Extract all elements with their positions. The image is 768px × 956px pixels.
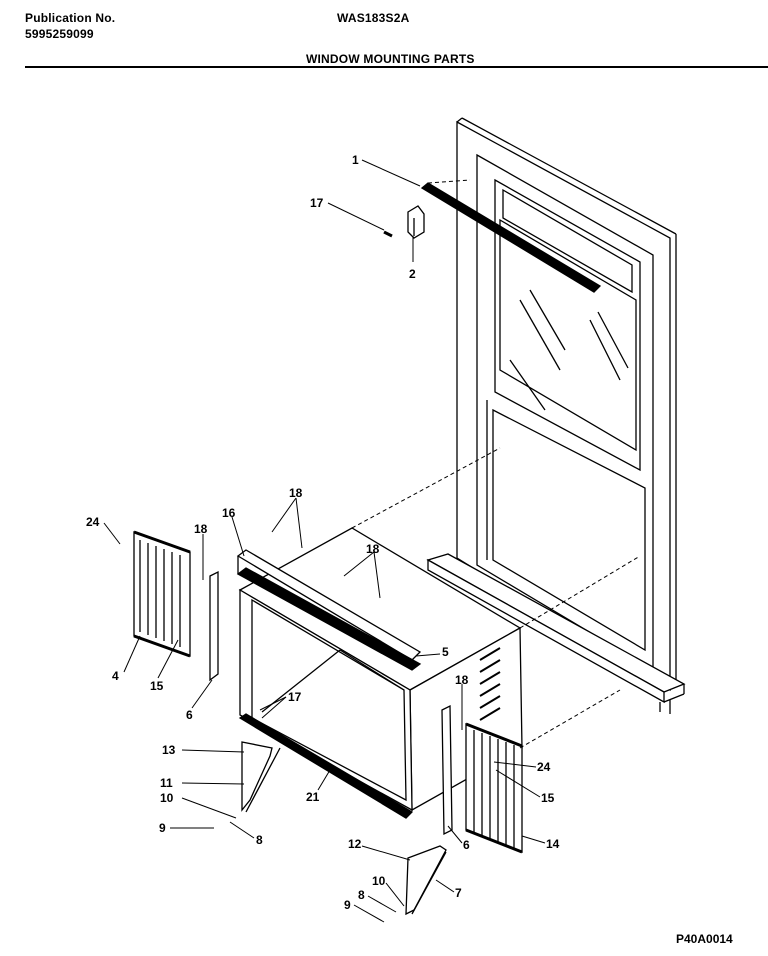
right-frame-strip (441, 704, 453, 836)
callout-10-left: 10 (160, 791, 174, 805)
callout-2: 2 (409, 267, 416, 281)
publication-number: 5995259099 (25, 27, 94, 41)
window-sill (426, 553, 686, 714)
top-channel-part (236, 549, 422, 671)
callout-8-right: 8 (358, 888, 365, 902)
callout-21: 21 (306, 790, 320, 804)
callout-1: 1 (352, 153, 359, 167)
callout-9-left: 9 (159, 821, 166, 835)
right-support-bracket (405, 845, 447, 916)
model-number: WAS183S2A (337, 11, 410, 25)
callout-13: 13 (162, 743, 176, 757)
left-frame-strip (209, 570, 219, 682)
right-curtain-panel (465, 722, 523, 854)
callout-4: 4 (112, 669, 119, 683)
callout-16: 16 (222, 506, 236, 520)
callout-7: 7 (455, 886, 462, 900)
callout-18-left: 18 (194, 522, 208, 536)
callout-12: 12 (348, 837, 362, 851)
header-divider (25, 66, 768, 68)
callout-5: 5 (442, 645, 449, 659)
left-curtain-panel (133, 530, 191, 658)
bottom-rail-part (238, 713, 414, 819)
callout-6-right: 6 (463, 838, 470, 852)
window-frame (456, 117, 677, 692)
callout-18-middle: 18 (366, 542, 380, 556)
top-bracket-part (383, 205, 425, 239)
left-support-bracket (241, 741, 281, 813)
callout-24-right: 24 (537, 760, 551, 774)
callout-24-left: 24 (86, 515, 100, 529)
callout-8-left: 8 (256, 833, 263, 847)
ac-cabinet (238, 527, 523, 812)
callout-10-right: 10 (372, 874, 386, 888)
callout-18-upper: 18 (289, 486, 303, 500)
callout-17-top: 17 (310, 196, 324, 210)
publication-label: Publication No. (25, 11, 116, 25)
callout-17-lower: 17 (288, 690, 302, 704)
callout-6-left: 6 (186, 708, 193, 722)
callout-18-right: 18 (455, 673, 469, 687)
callout-15-right: 15 (541, 791, 555, 805)
callout-9-right: 9 (344, 898, 351, 912)
callout-11: 11 (160, 776, 173, 790)
callout-14: 14 (546, 837, 560, 851)
callout-15-left: 15 (150, 679, 164, 693)
top-rail-part (420, 182, 602, 293)
section-title: WINDOW MOUNTING PARTS (306, 52, 475, 66)
drawing-code: P40A0014 (676, 932, 733, 946)
